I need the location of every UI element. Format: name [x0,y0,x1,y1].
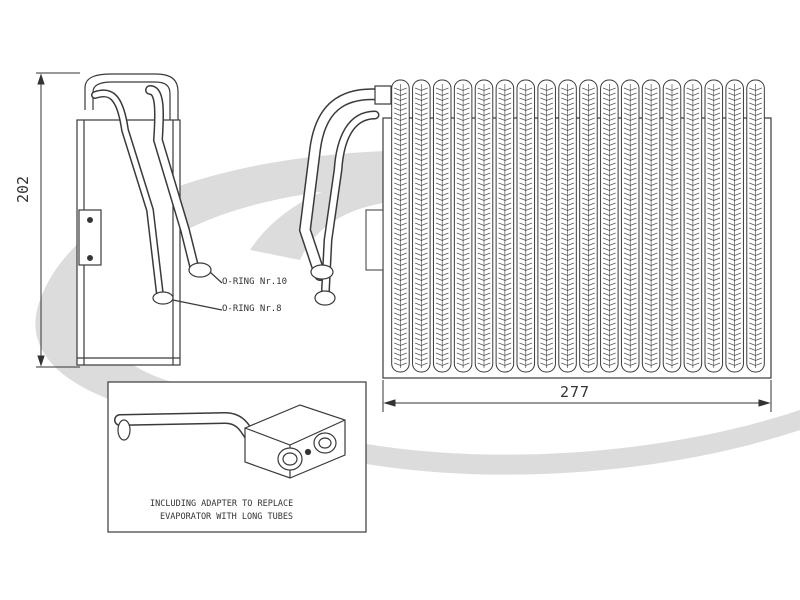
fin-column [746,79,765,373]
evaporator-core [365,79,772,379]
fin-column [620,79,640,373]
side-view [76,73,223,366]
width-dimension [382,380,772,412]
fin-column [600,79,619,373]
fin-column [432,79,452,373]
adapter-note-line1: INCLUDING ADAPTER TO REPLACE [150,499,294,509]
adapter-inset [107,381,367,533]
fin-column [558,79,577,373]
fin-column [474,79,494,373]
oring-small-label: O-RING Nr.8 [222,304,282,314]
fin-column [662,79,682,373]
adapter-note-line2: EVAPORATOR WITH LONG TUBES [160,512,294,522]
height-dimension [36,72,80,368]
oring-large-label: O-RING Nr.10 [222,277,288,287]
fin-column [537,79,556,373]
width-dimension-label: 277 [560,383,591,401]
fin-column [683,79,703,373]
fin-column [725,79,744,373]
front-pipes [298,85,392,306]
fin-column [516,79,536,373]
fin-column [391,79,410,373]
fin-column [412,79,431,373]
height-dimension-label: 202 [14,175,32,203]
fin-column [704,79,724,373]
fin-column [641,79,661,373]
fin-column [453,79,473,373]
fin-column [579,79,598,373]
fin-column [495,79,515,373]
